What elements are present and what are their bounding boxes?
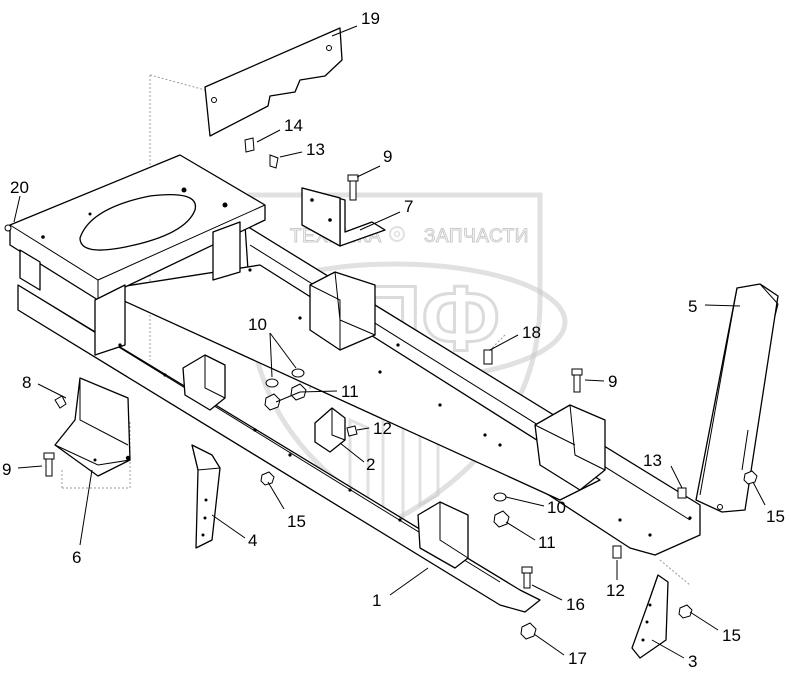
callout-13-top: 13 <box>306 140 325 159</box>
callout-6: 6 <box>72 548 81 567</box>
part-6-side-bracket <box>54 377 131 477</box>
part-7-bracket <box>301 187 386 247</box>
callout-15-bottom: 15 <box>722 626 741 645</box>
callout-14: 14 <box>284 116 303 135</box>
callout-5: 5 <box>688 297 697 316</box>
callout-10-right: 10 <box>547 498 566 517</box>
part-4-hanging-bracket <box>191 444 221 549</box>
part-19-cover-plate <box>204 27 343 137</box>
callout-18: 18 <box>522 323 541 342</box>
callout-4: 4 <box>248 531 257 550</box>
callout-7: 7 <box>404 197 413 216</box>
callout-12-left: 12 <box>373 419 392 438</box>
watermark-caption-right: ЗАПЧАСТИ <box>424 226 529 247</box>
callout-8: 8 <box>22 373 31 392</box>
callout-11-right: 11 <box>538 533 556 552</box>
callout-9-left: 9 <box>2 460 11 479</box>
callout-15-left: 15 <box>287 512 306 531</box>
callout-9-top: 9 <box>383 147 392 166</box>
callout-16: 16 <box>566 595 585 614</box>
callout-labels: 1 2 3 4 5 6 7 8 9 9 9 10 10 11 11 12 12 … <box>2 9 785 671</box>
callout-17: 17 <box>568 649 587 668</box>
gear-icon <box>389 226 405 242</box>
callout-1: 1 <box>372 591 381 610</box>
part-5-side-strip <box>695 283 779 513</box>
callout-9-right: 9 <box>608 372 617 391</box>
callout-2: 2 <box>366 455 375 474</box>
part-3-hanging-bracket <box>631 574 669 659</box>
callout-10-left: 10 <box>248 315 267 334</box>
callout-12-right: 12 <box>606 581 625 600</box>
part-1-main-frame <box>9 154 701 613</box>
callout-15-right: 15 <box>766 507 785 526</box>
callout-20: 20 <box>10 178 29 197</box>
fasteners <box>4 137 758 640</box>
callout-19: 19 <box>361 9 380 28</box>
callout-11-left: 11 <box>341 382 359 401</box>
callout-3: 3 <box>688 652 697 671</box>
part-2-clip <box>314 407 346 453</box>
leader-lines <box>13 25 766 659</box>
callout-13-right: 13 <box>643 451 662 470</box>
